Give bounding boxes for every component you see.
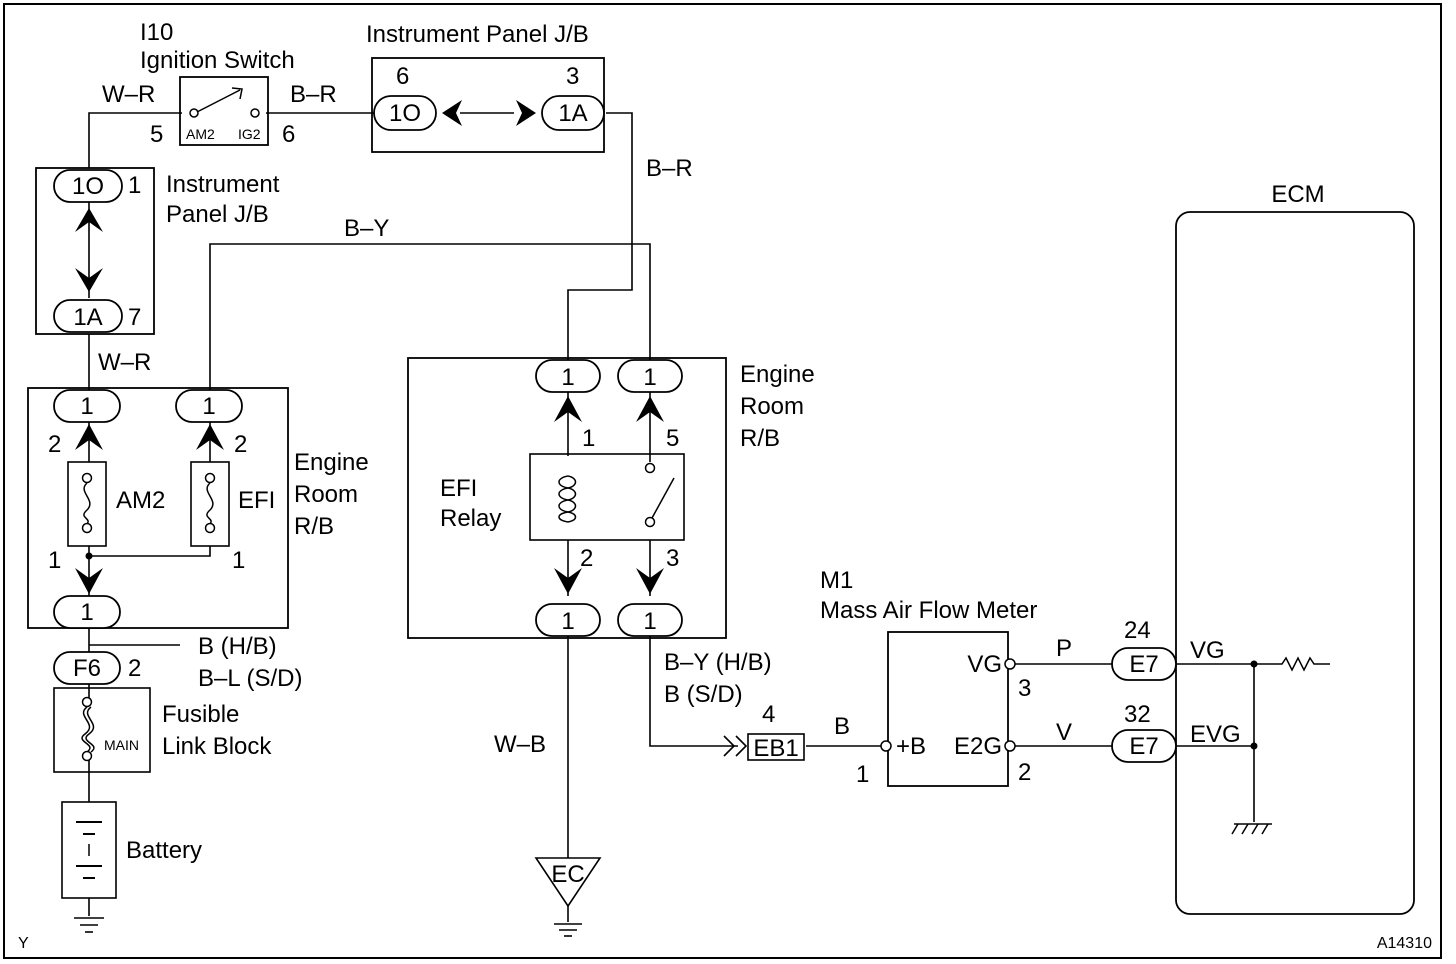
maf-name: Mass Air Flow Meter bbox=[820, 597, 1037, 624]
err-left-conn-am2-top: 1 bbox=[80, 393, 93, 420]
ignition-term-am2: AM2 bbox=[186, 126, 215, 142]
mass-air-flow-meter: M1 Mass Air Flow Meter VG +B E2G 3 1 2 bbox=[820, 567, 1037, 788]
ground-ec-label: EC bbox=[551, 861, 584, 888]
wire-label-b-hb: B (H/B) bbox=[198, 633, 277, 660]
diagram-frame bbox=[3, 3, 1442, 959]
wire-label-b-r-right: B–R bbox=[646, 155, 693, 182]
fusible-link-block: F6 2 MAIN Fusible Link Block bbox=[53, 651, 272, 773]
err-left-fuse-efi: EFI bbox=[238, 487, 275, 514]
err-left-pin-am2-top: 2 bbox=[48, 431, 61, 458]
wire-label-w-b: W–B bbox=[494, 731, 546, 758]
wire-label-p: P bbox=[1056, 635, 1072, 662]
engine-room-rb-right: 1 1 1 5 EFI Relay 2 3 1 1 Engine Room R/… bbox=[407, 357, 815, 639]
chassis-ground-icon bbox=[1231, 823, 1272, 835]
maf-term-b: +B bbox=[896, 733, 926, 760]
wire-label-b-y: B–Y bbox=[344, 215, 389, 242]
maf-term-vg: VG bbox=[967, 651, 1002, 678]
maf-pin-e2g: 2 bbox=[1018, 759, 1031, 786]
maf-term-e2g: E2G bbox=[954, 733, 1002, 760]
efi-relay-line2: Relay bbox=[440, 505, 501, 532]
err-left-name-line3: R/B bbox=[294, 513, 334, 540]
ipjb-top-conn-right: 1A bbox=[558, 100, 587, 127]
err-right-conn-bottom-right: 1 bbox=[643, 608, 656, 635]
fusible-link-name-line1: Fusible bbox=[162, 701, 239, 728]
ecm-pin-vg: 24 bbox=[1124, 617, 1151, 644]
ipjb-left-conn-bottom: 1A bbox=[73, 304, 102, 331]
err-right-conn-bottom-left: 1 bbox=[561, 608, 574, 635]
ignition-switch-name: Ignition Switch bbox=[140, 47, 295, 74]
battery-ground-icon bbox=[74, 917, 104, 933]
eb1-label: EB1 bbox=[753, 735, 798, 762]
err-left-pin-efi-bottom: 1 bbox=[232, 547, 245, 574]
ecm-conn-vg: E7 bbox=[1129, 651, 1158, 678]
ignition-switch-id: I10 bbox=[140, 19, 173, 46]
ipjb-top: Instrument Panel J/B 6 3 1O 1A bbox=[366, 21, 605, 153]
err-right-name-line3: R/B bbox=[740, 425, 780, 452]
wire-label-w-r-top: W–R bbox=[102, 81, 155, 108]
ipjb-left-pin-bottom: 7 bbox=[128, 304, 141, 331]
err-left-pin-efi-top: 2 bbox=[234, 431, 247, 458]
err-right-name-line2: Room bbox=[740, 393, 804, 420]
wire-label-b-sd: B (S/D) bbox=[664, 681, 743, 708]
wire-label-b-l-sd: B–L (S/D) bbox=[198, 665, 302, 692]
err-left-fuse-am2: AM2 bbox=[116, 487, 165, 514]
err-right-pin-coil-top: 1 bbox=[582, 425, 595, 452]
figure-code-left: Y bbox=[18, 935, 29, 952]
ipjb-left-pin-top: 1 bbox=[128, 172, 141, 199]
err-right-name-line1: Engine bbox=[740, 361, 815, 388]
ignition-pin-out: 6 bbox=[282, 121, 295, 148]
wire-label-v: V bbox=[1056, 719, 1072, 746]
ecm-pin-evg: 32 bbox=[1124, 701, 1151, 728]
ecm-conn-evg: E7 bbox=[1129, 733, 1158, 760]
wire-label-w-r-mid: W–R bbox=[98, 349, 151, 376]
err-left-name-line1: Engine bbox=[294, 449, 369, 476]
figure-id: A14310 bbox=[1377, 935, 1432, 952]
ecm-term-evg: EVG bbox=[1190, 721, 1241, 748]
ecm-term-vg: VG bbox=[1190, 637, 1225, 664]
ipjb-left-name-line2: Panel J/B bbox=[166, 201, 269, 228]
err-left-conn-efi-top: 1 bbox=[202, 393, 215, 420]
ignition-switch: I10 Ignition Switch AM2 IG2 5 6 bbox=[140, 19, 295, 148]
ipjb-left: 1O 1 1A 7 Instrument Panel J/B bbox=[35, 167, 280, 335]
ignition-pin-in: 5 bbox=[150, 121, 163, 148]
resistor-icon bbox=[1270, 656, 1330, 672]
ipjb-top-name: Instrument Panel J/B bbox=[366, 21, 589, 48]
wire-label-b-r-top: B–R bbox=[290, 81, 337, 108]
engine-room-rb-left: 1 1 2 2 AM2 EFI 1 1 1 Engine Room R/B bbox=[27, 387, 369, 629]
battery: Battery bbox=[61, 801, 202, 899]
maf-pin-vg: 3 bbox=[1018, 675, 1031, 702]
fusible-link-fuse: MAIN bbox=[104, 737, 139, 753]
ipjb-top-pin-right: 3 bbox=[566, 63, 579, 90]
ecm-name: ECM bbox=[1271, 181, 1324, 208]
ground-ec: EC bbox=[534, 857, 602, 937]
err-left-conn-bottom: 1 bbox=[80, 599, 93, 626]
wire-label-b: B bbox=[834, 713, 850, 740]
err-right-conn-top-right: 1 bbox=[643, 364, 656, 391]
ipjb-top-conn-left: 1O bbox=[389, 100, 421, 127]
err-right-pin-switch-top: 5 bbox=[666, 425, 679, 452]
fusible-link-pin: 2 bbox=[128, 655, 141, 682]
err-left-pin-am2-bottom: 1 bbox=[48, 547, 61, 574]
ipjb-left-conn-top: 1O bbox=[72, 173, 104, 200]
wires bbox=[88, 112, 1270, 922]
fusible-link-name-line2: Link Block bbox=[162, 733, 272, 760]
eb1-pin: 4 bbox=[762, 701, 775, 728]
ecm: ECM E7 24 E7 32 VG EVG bbox=[1111, 181, 1415, 915]
wire-label-b-y-hb: B–Y (H/B) bbox=[664, 649, 772, 676]
err-right-conn-top-left: 1 bbox=[561, 364, 574, 391]
efi-relay-line1: EFI bbox=[440, 475, 477, 502]
maf-pin-b: 1 bbox=[856, 761, 869, 788]
err-right-pin-coil-bottom: 2 bbox=[580, 545, 593, 572]
err-left-name-line2: Room bbox=[294, 481, 358, 508]
fusible-link-connector: F6 bbox=[73, 655, 101, 682]
ignition-term-ig2: IG2 bbox=[238, 126, 261, 142]
battery-label: Battery bbox=[126, 837, 202, 864]
ipjb-left-name-line1: Instrument bbox=[166, 171, 280, 198]
ipjb-top-pin-left: 6 bbox=[396, 63, 409, 90]
err-right-pin-switch-bottom: 3 bbox=[666, 545, 679, 572]
maf-id: M1 bbox=[820, 567, 853, 594]
eb1-connector: EB1 4 bbox=[723, 701, 805, 762]
